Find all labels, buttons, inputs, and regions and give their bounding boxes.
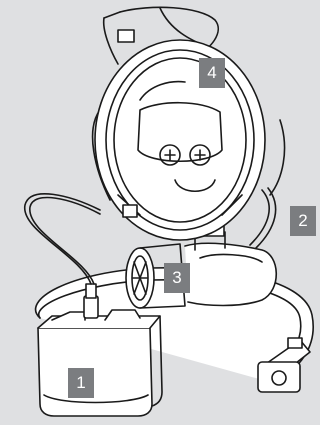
callout-filter-blower-unit: 3 bbox=[164, 263, 190, 293]
filter-blower-unit bbox=[126, 226, 276, 308]
callout-breathing-hose: 2 bbox=[290, 206, 316, 236]
battery-pack bbox=[38, 310, 162, 416]
callout-battery-pack: 1 bbox=[68, 368, 94, 398]
breathing-hose bbox=[250, 188, 276, 248]
callout-full-face-mask: 4 bbox=[199, 58, 225, 88]
full-face-mask bbox=[95, 40, 265, 240]
